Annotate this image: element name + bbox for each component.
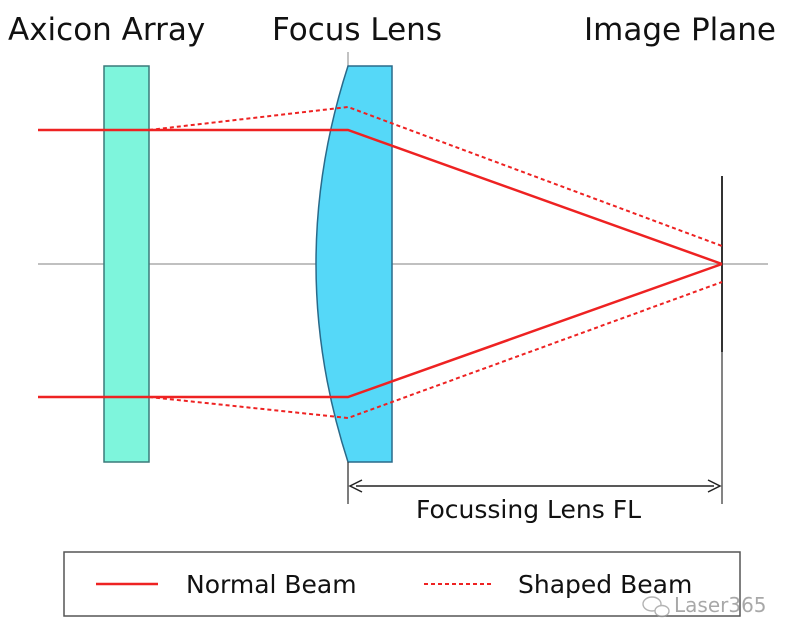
legend-box <box>63 551 741 617</box>
dimension-arrow-left-icon <box>348 479 363 493</box>
shaped-beam-upper <box>148 105 723 247</box>
axicon-array <box>103 65 150 463</box>
normal-beam-lower <box>38 262 723 399</box>
normal-beam-upper <box>38 128 723 266</box>
focus-lens-title: Focus Lens <box>272 12 442 48</box>
legend-shaped-label: Shaped Beam <box>518 570 692 599</box>
focal-length-label: Focussing Lens FL <box>416 495 641 524</box>
dimension-arrow-right-icon <box>707 479 722 493</box>
shaped-beam-lower <box>148 281 723 420</box>
legend-normal-label: Normal Beam <box>186 570 357 599</box>
focus-lens <box>315 65 393 463</box>
axicon-array-title: Axicon Array <box>8 12 205 48</box>
watermark-text: Laser365 <box>674 593 767 617</box>
wechat-logo-icon <box>642 596 670 618</box>
image-plane-title: Image Plane <box>584 12 776 48</box>
